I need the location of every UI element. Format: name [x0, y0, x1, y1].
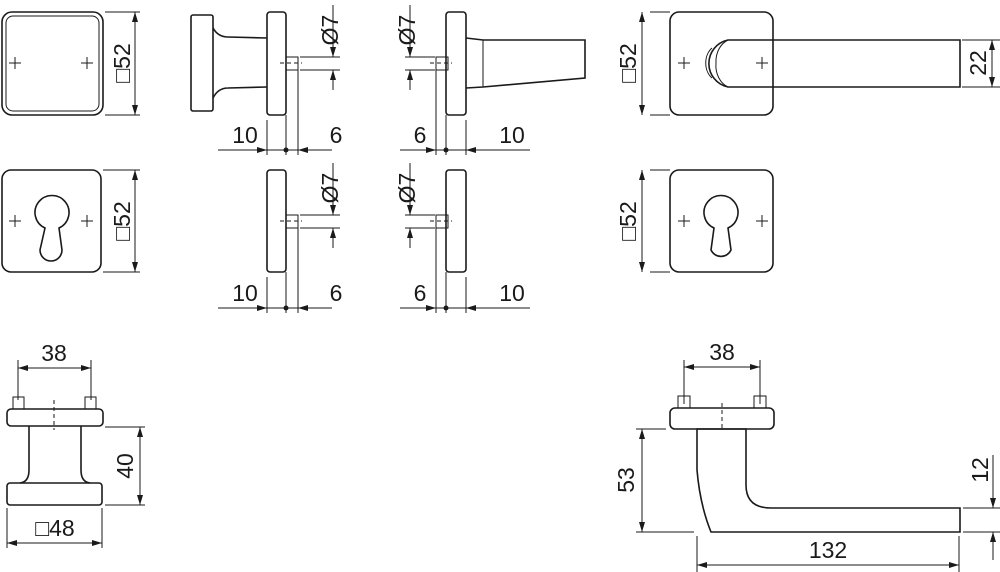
dim-lever-height: 53 — [613, 467, 639, 493]
dim-pin-spacing: 38 — [41, 340, 67, 366]
dim-pin-spacing: 38 — [709, 339, 735, 365]
screw-cross-icon — [9, 57, 93, 69]
lever-elevation: 38 53 132 12 — [613, 339, 1000, 572]
dim-grip-height: 22 — [965, 50, 991, 76]
dim-rosette-size: □52 — [615, 201, 641, 240]
dim-offset: 6 — [330, 280, 343, 306]
dim-lever-length: 132 — [809, 537, 847, 563]
keyhole-icon — [34, 194, 70, 262]
dim-spindle-diameter: Ø7 — [394, 15, 420, 46]
dim-knob-height: 40 — [112, 453, 138, 479]
dim-base-size: □48 — [35, 515, 74, 541]
dim-offset: 10 — [232, 122, 258, 148]
rosette-front-view: □52 — [1, 11, 140, 116]
lever-side-view: Ø7 6 10 — [394, 5, 586, 155]
dim-offset: 10 — [232, 280, 258, 306]
lever-front-view: □52 22 — [615, 11, 1000, 116]
dim-lever-thickness: 12 — [967, 457, 993, 483]
knob-elevation: 38 40 □48 — [6, 340, 145, 548]
dim-rosette-size: □52 — [109, 43, 135, 82]
dim-offset: 6 — [330, 122, 343, 148]
knob-side-view: Ø7 10 6 — [190, 5, 343, 155]
dim-rosette-size: □52 — [109, 201, 135, 240]
lever-cylinder-rosette: □52 — [615, 169, 774, 273]
rosette-side-view: Ø7 6 10 — [394, 163, 530, 313]
dim-spindle-diameter: Ø7 — [317, 173, 343, 204]
rosette-side-view: Ø7 10 6 — [218, 163, 343, 313]
dim-offset: 10 — [499, 122, 525, 148]
keyhole-icon — [703, 194, 739, 258]
dim-spindle-diameter: Ø7 — [317, 15, 343, 46]
dim-spindle-diameter: Ø7 — [394, 173, 420, 204]
cylinder-rosette-front-view: □52 — [1, 169, 140, 273]
dim-offset: 6 — [414, 280, 427, 306]
dim-rosette-size: □52 — [615, 43, 641, 82]
dim-offset: 10 — [499, 280, 525, 306]
dim-offset: 6 — [414, 122, 427, 148]
